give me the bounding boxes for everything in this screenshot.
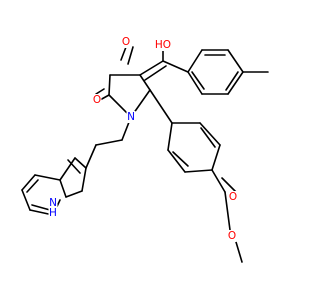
bond-27 — [59, 157, 76, 181]
bond-38 — [31, 204, 51, 211]
bond-18 — [187, 71, 203, 95]
bond-24 — [95, 139, 123, 146]
bond-12 — [162, 60, 189, 73]
bond-16 — [227, 71, 244, 95]
atom-label-bg-o-lactam — [92, 94, 102, 106]
bond-44 — [199, 122, 221, 146]
atom-label-o-hydroxyl: HO — [155, 39, 171, 51]
bond-48 — [211, 169, 226, 193]
bond-25 — [85, 144, 97, 169]
atom-label-o-ketone: O — [122, 36, 130, 48]
bond-34 — [21, 189, 31, 211]
bond-31 — [67, 159, 81, 174]
bond-50 — [224, 191, 231, 231]
atom-label-o-ester-ether: O — [228, 230, 236, 242]
bond-9 — [139, 60, 164, 76]
atom-label-o-lactam: O — [93, 94, 101, 106]
bond-28 — [59, 179, 67, 198]
bond-47 — [200, 127, 216, 148]
bond-33 — [21, 174, 36, 191]
atom-label-bg-o-ester-carbonyl — [228, 191, 238, 203]
atom-label-o-ester-carbonyl: O — [229, 191, 237, 203]
atom-label-n-indole: N — [49, 197, 57, 209]
atom-label-bg-o-hydroxyl — [155, 39, 171, 51]
bond-37 — [26, 179, 39, 193]
bond-40 — [167, 122, 173, 151]
bond-49 — [221, 177, 237, 193]
bond-30 — [65, 190, 83, 198]
bond-21 — [191, 71, 205, 90]
bond-43 — [211, 144, 221, 171]
bond-1 — [139, 74, 151, 91]
atom-label-bg-n-indole — [48, 197, 58, 209]
atom-label-h-indole: H — [49, 207, 57, 219]
bond-5 — [120, 46, 127, 61]
bond-3 — [108, 74, 111, 96]
bond-42 — [184, 169, 213, 173]
atom-label-bg-n-ring — [126, 111, 136, 123]
bond-8 — [95, 88, 105, 95]
bond-39 — [149, 89, 173, 124]
atom-label-bg-o-ester-ether — [227, 230, 237, 242]
bond-13 — [187, 49, 203, 73]
bond-32 — [34, 174, 61, 181]
bond-51 — [235, 241, 243, 263]
atom-label-n-ring: N — [127, 111, 135, 123]
atom-label-bg-o-ketone — [121, 36, 131, 48]
atom-label-bg-h-indole — [48, 207, 58, 219]
bond-29 — [81, 167, 87, 192]
bond-15 — [227, 49, 244, 73]
bond-26 — [74, 157, 87, 169]
bond-20 — [225, 71, 239, 91]
bond-41 — [167, 149, 186, 173]
bond-10 — [144, 65, 167, 81]
bond-46 — [172, 151, 189, 167]
bond-6 — [127, 46, 134, 65]
